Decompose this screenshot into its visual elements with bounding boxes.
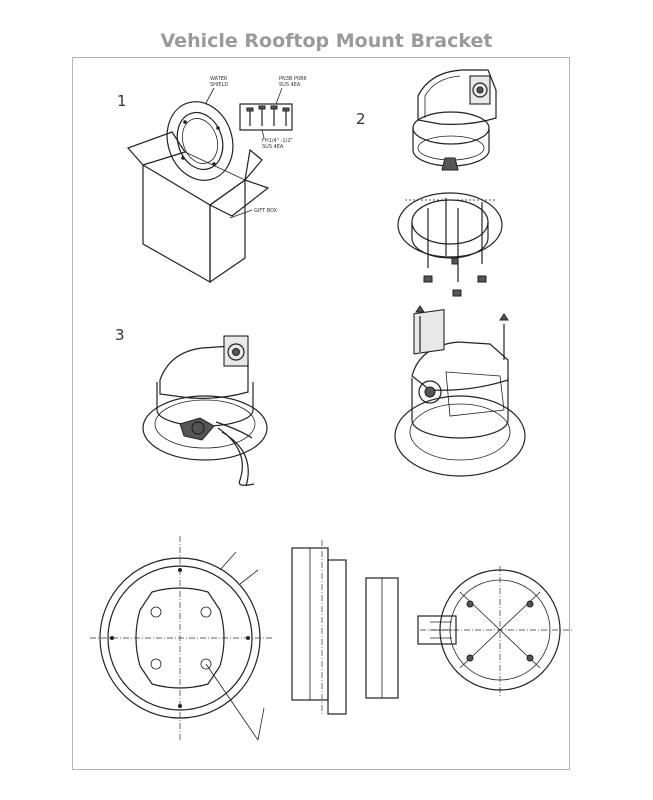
camera-housing-step2: [412, 69, 497, 171]
mounting-bolts-step2: [423, 198, 487, 297]
diagram-frame: [72, 57, 570, 770]
gift-box-label: GIFT BOX: [254, 208, 278, 214]
gift-box-illustration: [126, 131, 270, 284]
top-view-bracket-drawing: [90, 536, 272, 741]
step-1-number: 1: [117, 92, 127, 110]
camera-on-ring-right: [394, 305, 526, 477]
flat-screw-label-line1: FH1/4" -1/2": [262, 138, 293, 144]
flat-screw-label-line2: SUS 4EA: [262, 144, 284, 150]
mounting-ring-step2: [397, 192, 503, 259]
water-shield-label-line2: SHIELD: [210, 82, 228, 88]
camera-on-ring-left: [142, 335, 268, 487]
page-title: Vehicle Rooftop Mount Bracket: [160, 30, 493, 52]
water-shield-label-line1: WATER: [210, 76, 228, 82]
water-shield-illustration: [166, 101, 234, 181]
pan-screw-label-line2: SUS 4EA: [279, 82, 301, 88]
bottom-view-bracket-drawing: [417, 566, 572, 698]
side-view-bracket-drawing: [291, 540, 399, 716]
step-2-number: 2: [356, 110, 366, 128]
pan-screw-label-line1: PN3B P086: [279, 76, 307, 82]
screw-pack-illustration: [239, 103, 293, 131]
step-3-number: 3: [115, 326, 125, 344]
